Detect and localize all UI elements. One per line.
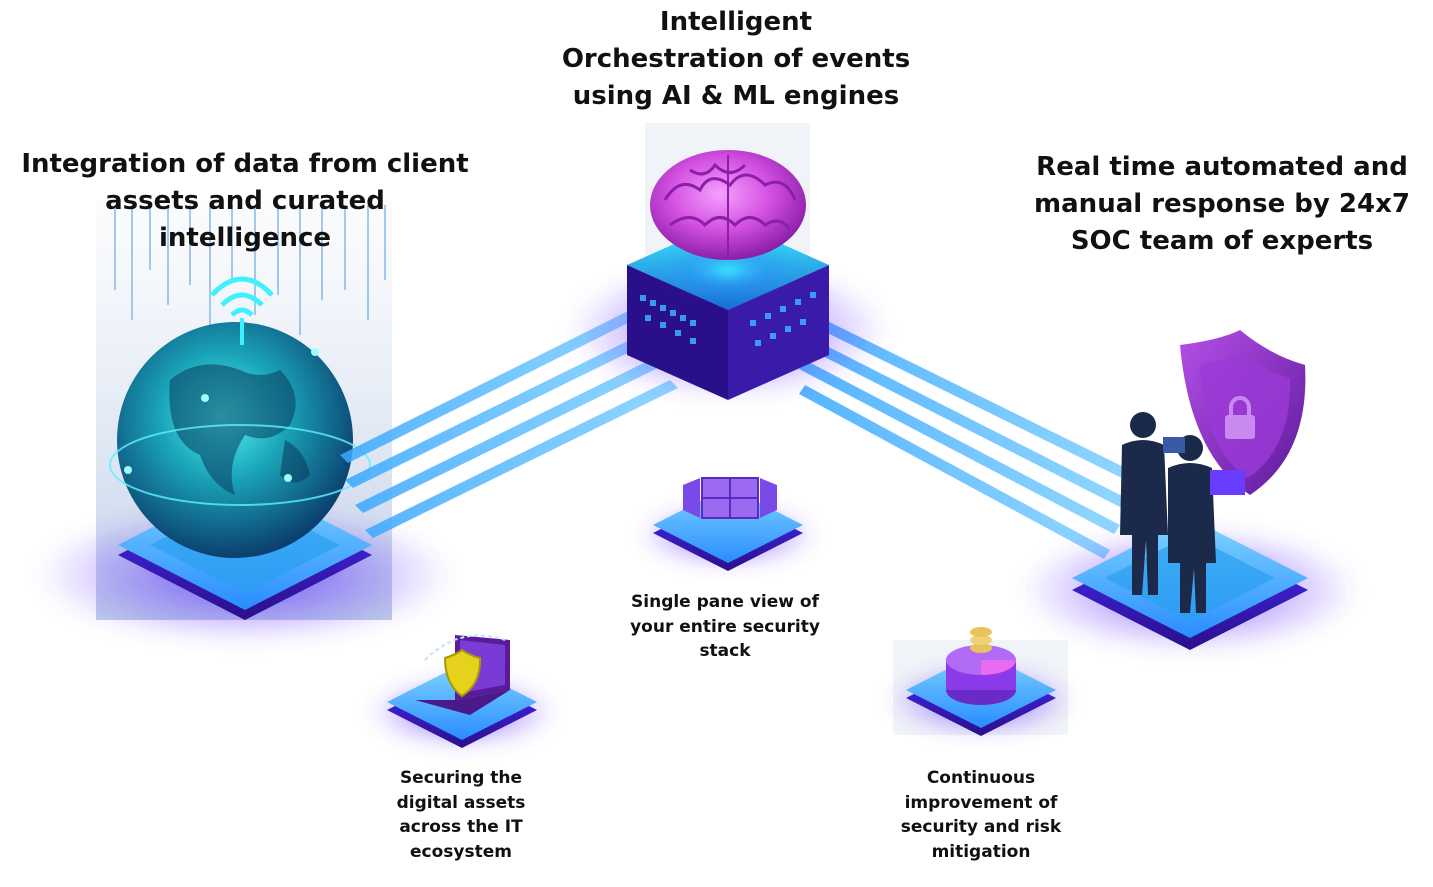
securing-node [367,634,557,750]
heading-integration-line-2: assets and curated [105,186,385,216]
heading-integration-line-1: Integration of data from client [21,149,469,179]
caption-single-pane-line-1: Single pane view of [631,592,819,612]
caption-continuous-line-3: security and risk [900,817,1062,837]
heading-orchestration: Intelligent Orchestration of events usin… [536,4,936,115]
caption-single-pane: Single pane view of your entire security… [610,590,840,664]
caption-continuous-line-4: mitigation [931,841,1031,862]
caption-securing-line-3: across the IT [399,817,523,837]
heading-response-line-3: SOC team of experts [1070,226,1374,256]
caption-securing-line-4: ecosystem [410,841,512,862]
heading-response: Real time automated and manual response … [1012,149,1432,260]
people-icon [1120,412,1245,613]
monitor-panels-icon [683,477,777,519]
laptop-shield-icon [415,634,510,715]
continuous-node [886,627,1076,738]
caption-continuous-line-2: improvement of [904,792,1058,813]
wifi-icon [210,276,274,345]
caption-securing-line-2: digital assets [396,792,526,813]
heading-orchestration-line-1: Intelligent [659,7,813,37]
heading-integration: Integration of data from client assets a… [20,146,470,257]
heading-response-line-1: Real time automated and [1036,152,1408,182]
caption-single-pane-line-2: your entire security [630,616,820,637]
brain-icon [650,150,806,260]
single-pane-node [638,477,818,571]
caption-continuous-line-1: Continuous [926,768,1036,788]
soc-node [1020,330,1360,655]
caption-single-pane-line-3: stack [699,641,751,661]
heading-integration-line-3: intelligence [158,223,332,253]
heading-response-line-2: manual response by 24x7 [1034,189,1410,219]
heading-orchestration-line-3: using AI & ML engines [572,81,900,111]
caption-securing: Securing the digital assets across the I… [361,766,561,864]
data-rain-lines [114,205,386,335]
shield-lock-icon [1180,330,1306,495]
caption-continuous: Continuous improvement of security and r… [871,766,1091,864]
globe-node [35,200,455,645]
brain-node [568,123,888,400]
data-beams [340,305,1140,559]
heading-orchestration-line-2: Orchestration of events [561,44,911,74]
caption-securing-line-1: Securing the [399,768,523,788]
coins-chart-icon [946,627,1016,705]
